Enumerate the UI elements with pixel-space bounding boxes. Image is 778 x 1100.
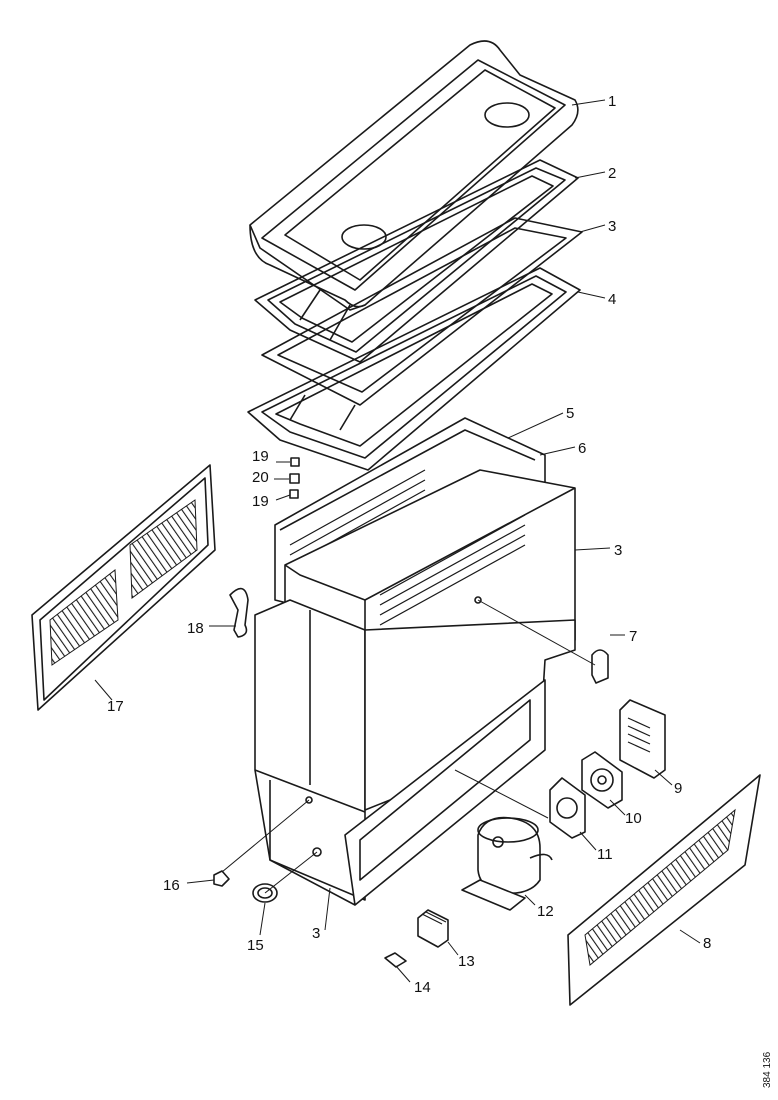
part-1-lid: [249, 40, 579, 311]
callout-19-bottom: 19: [252, 493, 269, 510]
callout-1: 1: [608, 93, 616, 110]
part-12-compressor: [461, 816, 553, 911]
callout-5: 5: [566, 405, 574, 422]
leader-lines: [94, 99, 701, 983]
callout-9: 9: [674, 780, 682, 797]
callout-8: 8: [703, 935, 711, 952]
callout-2: 2: [608, 165, 616, 182]
part-7-hinge: [591, 649, 609, 684]
callout-14: 14: [414, 979, 431, 996]
callout-4: 4: [608, 291, 616, 308]
callout-7: 7: [629, 628, 637, 645]
callout-3-cabinet: 3: [614, 542, 622, 559]
part-8-front-grille: [567, 774, 761, 1006]
callout-6: 6: [578, 440, 586, 457]
document-number: 384 136: [762, 1051, 773, 1088]
part-4-frame: [247, 267, 581, 471]
part-18-handle: [229, 587, 249, 638]
part-2-frame: [254, 159, 579, 363]
callout-17: 17: [107, 698, 124, 715]
part-17-grille: [31, 464, 216, 711]
callout-10: 10: [625, 810, 642, 827]
part-10-fan: [581, 751, 623, 809]
part-13-relay: [417, 909, 449, 948]
callout-3-base: 3: [312, 925, 320, 942]
part-14-clip: [384, 952, 407, 968]
part-11-fan-guard: [549, 777, 586, 839]
callout-15: 15: [247, 937, 264, 954]
callout-3: 3: [608, 218, 616, 235]
callout-19-top: 19: [252, 448, 269, 465]
part-3-cabinet: [254, 417, 576, 906]
part-9-condenser: [619, 699, 666, 779]
parts-19-20-clips: [289, 457, 300, 499]
callout-11: 11: [597, 846, 613, 863]
callout-16: 16: [163, 877, 180, 894]
callout-20: 20: [252, 469, 269, 486]
callout-12: 12: [537, 903, 554, 920]
part-16-cap: [213, 870, 230, 887]
callout-18: 18: [187, 620, 204, 637]
callout-13: 13: [458, 953, 475, 970]
